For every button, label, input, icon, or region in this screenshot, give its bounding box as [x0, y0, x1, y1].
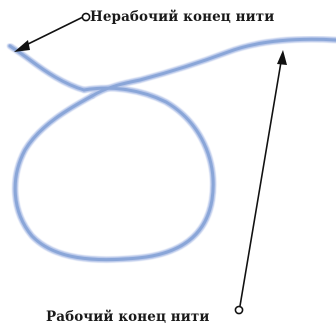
pointer-circle-icon	[82, 13, 89, 20]
pointer-line	[24, 17, 83, 46]
loose-end-label: Нерабочий конец нити	[90, 9, 274, 25]
arrowhead-icon	[277, 50, 287, 65]
pointer-line	[240, 62, 281, 306]
working-end-pointer	[235, 50, 287, 314]
pointer-circle-icon	[235, 306, 242, 313]
thread	[10, 39, 336, 259]
working-end-label: Рабочий конец нити	[46, 309, 209, 325]
loose-end-pointer	[14, 13, 90, 52]
arrowhead-icon	[14, 40, 30, 52]
loop-core	[15, 88, 213, 259]
